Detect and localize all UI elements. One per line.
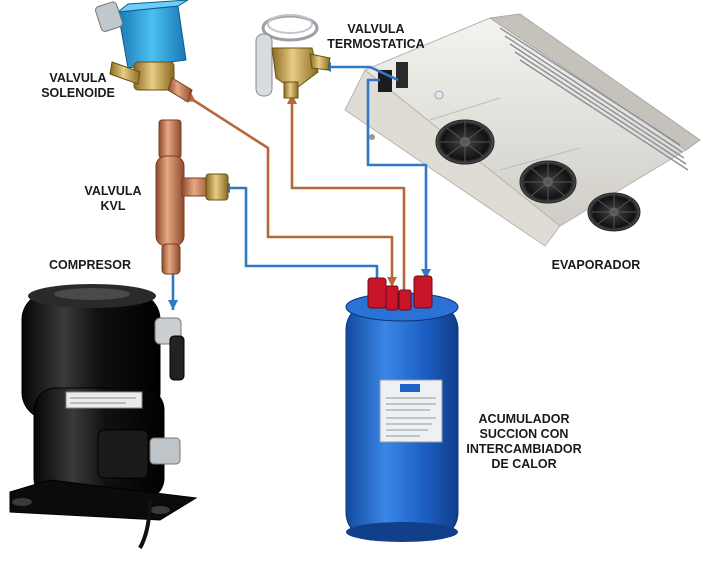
fan: [519, 160, 577, 204]
fan: [587, 192, 641, 232]
solenoid-valve: [95, 0, 193, 103]
suction-line-kvl: [226, 186, 379, 282]
liquid-line: [189, 96, 394, 285]
compressor-label: COMPRESOR: [45, 258, 135, 273]
thermostatic-label-line1: VALVULA: [347, 22, 405, 36]
solenoid-label-line1: VALVULA: [49, 71, 107, 85]
evaporator-label: EVAPORADOR: [548, 258, 644, 273]
thermostatic-valve-label: VALVULA TERMOSTATICA: [320, 22, 432, 52]
thermostatic-line: [290, 96, 406, 292]
kvl-valve-label: VALVULA KVL: [82, 184, 144, 214]
thermostatic-label-line2: TERMOSTATICA: [327, 37, 425, 51]
thermostatic-to-evaporator: [326, 65, 399, 82]
accumulator-label-line4: DE CALOR: [491, 457, 557, 471]
piping: [171, 65, 428, 310]
accumulator-label-line2: SUCCION CON: [479, 427, 569, 441]
accumulator-label-line3: INTERCAMBIADOR: [466, 442, 582, 456]
thermostatic-valve: [255, 14, 331, 99]
evaporator-unit: [344, 13, 701, 247]
accumulator-label-line1: ACUMULADOR: [478, 412, 570, 426]
compressor: [9, 284, 198, 549]
accumulator-label: ACUMULADOR SUCCION CON INTERCAMBIADOR DE…: [462, 412, 586, 472]
accumulator: [345, 275, 459, 542]
kvl-valve: [155, 119, 229, 275]
kvl-label-line1: VALVULA: [84, 184, 142, 198]
evaporator-label-line1: EVAPORADOR: [551, 258, 641, 272]
suction-line-evaporator: [366, 78, 428, 276]
fan: [435, 119, 495, 165]
solenoid-valve-label: VALVULA SOLENOIDE: [38, 71, 118, 101]
product-label: [379, 379, 443, 443]
solenoid-label-line2: SOLENOIDE: [41, 86, 115, 100]
kvl-label-line2: KVL: [100, 199, 126, 213]
compressor-label-line1: COMPRESOR: [49, 258, 131, 272]
